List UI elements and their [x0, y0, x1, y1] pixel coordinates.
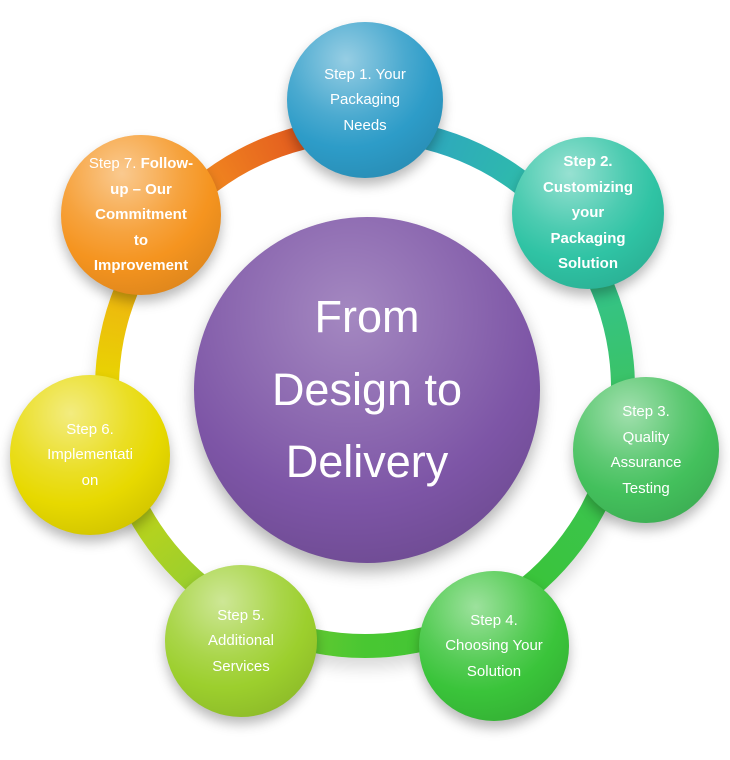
step-7-label: Step 7. Follow-up – Our Commitment to Im… [61, 135, 221, 295]
step-7-circle: Step 7. Follow-up – Our Commitment to Im… [61, 135, 221, 295]
step-7-emphasis: Follow-up – Our Commitment to Improvemen… [93, 155, 194, 275]
step-4-label: Step 4. Choosing Your Solution [419, 571, 569, 721]
step-5-label: Step 5. Additional Services [165, 565, 317, 717]
step-6-label: Step 6. Implementation [10, 375, 170, 535]
step-4-text: Step 4. Choosing Your Solution [445, 611, 543, 680]
step-5-text: Step 5. Additional Services [208, 606, 274, 675]
step-2-text: Step 2. Customizing your Packaging Solut… [543, 153, 633, 273]
step-7-prefix: Step 7. [88, 155, 141, 173]
step-1-text: Step 1. Your Packaging Needs [324, 65, 406, 134]
diagram-title: From Design to Delivery [194, 217, 540, 563]
step-7-text: Step 7. Follow-up – Our Commitment to Im… [88, 151, 194, 279]
step-1-label: Step 1. Your Packaging Needs [287, 22, 443, 178]
step-2-circle: Step 2. Customizing your Packaging Solut… [512, 137, 664, 289]
step-5-circle: Step 5. Additional Services [165, 565, 317, 717]
center-circle: From Design to Delivery [194, 217, 540, 563]
step-4-circle: Step 4. Choosing Your Solution [419, 571, 569, 721]
step-6-text: Step 6. Implementation [47, 420, 133, 489]
step-3-circle: Step 3. Quality Assurance Testing [573, 377, 719, 523]
step-6-circle: Step 6. Implementation [10, 375, 170, 535]
title-line-2: Design to [271, 363, 463, 415]
step-3-label: Step 3. Quality Assurance Testing [573, 377, 719, 523]
step-3-text: Step 3. Quality Assurance Testing [610, 403, 682, 497]
title-line-3: Delivery [285, 436, 449, 488]
step-1-circle: Step 1. Your Packaging Needs [287, 22, 443, 178]
title-line-1: From [314, 290, 420, 342]
step-2-label: Step 2. Customizing your Packaging Solut… [512, 137, 664, 289]
